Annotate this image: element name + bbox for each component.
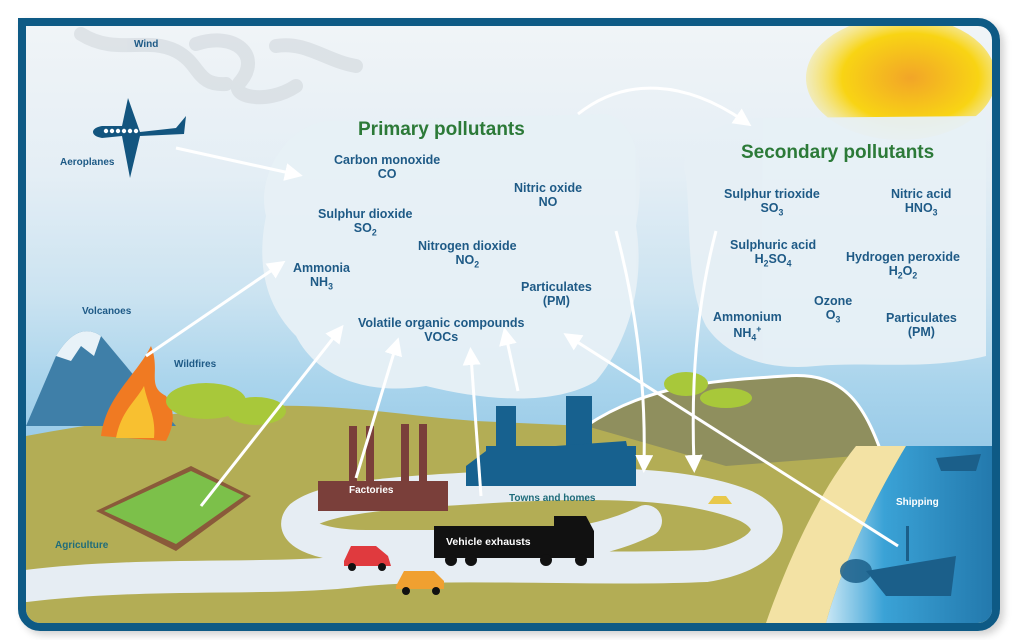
secondary-pollutants-heading: Secondary pollutants (741, 142, 935, 163)
label-wind: Wind (134, 39, 159, 50)
pollutant-hydrogen-peroxide: Hydrogen peroxide H2O2 (846, 250, 960, 281)
farm-icon (96, 466, 251, 551)
pollutant-ozone: Ozone O3 (814, 294, 853, 325)
pollutant-sulphur-dioxide: Sulphur dioxide SO2 (318, 207, 413, 238)
label-wildfires: Wildfires (174, 359, 217, 370)
diagram-frame: Primary pollutants Secondary pollutants … (18, 18, 1000, 631)
pollutant-ammonia: Ammonia NH3 (293, 261, 350, 292)
truck-icon (434, 516, 594, 566)
pollution-clouds (262, 114, 986, 399)
pollutant-ammonium: Ammonium NH4+ (713, 310, 782, 344)
primary-pollutants-heading: Primary pollutants (358, 119, 525, 140)
pollutant-nitrogen-dioxide: Nitrogen dioxide NO2 (418, 239, 517, 270)
car-icon (344, 496, 732, 595)
ship-icon (840, 454, 981, 596)
pollutant-sulphuric-acid: Sulphuric acid H2SO4 (730, 238, 817, 269)
pollutant-particulates-secondary: Particulates(PM) (886, 311, 957, 340)
label-factories: Factories (349, 485, 394, 496)
town-icon (466, 396, 636, 486)
label-aeroplanes: Aeroplanes (60, 157, 115, 168)
pollutant-nitric-acid: Nitric acid HNO3 (891, 187, 952, 218)
wind-icon (74, 27, 363, 105)
label-shipping: Shipping (896, 497, 939, 508)
pollutant-sulphur-trioxide: Sulphur trioxide SO3 (724, 187, 820, 218)
label-vehicle-exhausts: Vehicle exhausts (446, 536, 531, 548)
landscape-illustration (26, 26, 992, 623)
label-volcanoes: Volcanoes (82, 306, 132, 317)
label-agriculture: Agriculture (55, 540, 109, 551)
factory-icon (318, 424, 448, 511)
sun-icon (806, 26, 992, 140)
aeroplane-icon (93, 98, 186, 178)
pollutant-particulates-primary: Particulates(PM) (521, 280, 592, 309)
label-towns-and-homes: Towns and homes (509, 493, 596, 504)
wildfire-icon (101, 346, 173, 441)
arrow-icon (145, 86, 899, 548)
